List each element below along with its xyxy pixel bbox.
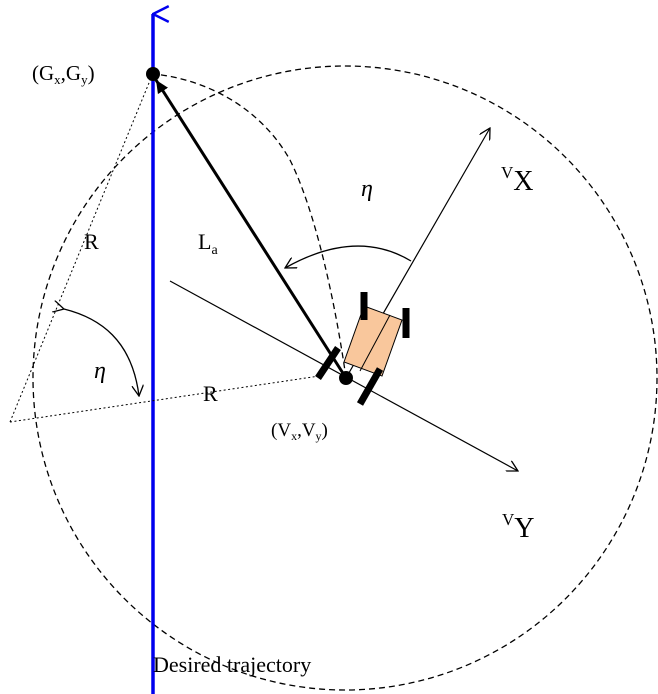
vehicle-y-axis-label: VY [502, 510, 535, 544]
lookahead-circle [32, 65, 658, 691]
eta-label-top: η [361, 176, 373, 202]
vehicle-centerline [359, 314, 391, 372]
radius-line-bottom [9, 374, 327, 423]
vehicle-point-label: (Vx,Vy) [271, 420, 328, 443]
pursuit-arc [153, 73, 347, 379]
goal-point-marker [146, 67, 160, 81]
radius-label-left: R [84, 229, 99, 254]
vehicle-x-axis-label: VX [501, 163, 534, 197]
vehicle [315, 292, 410, 406]
eta-arc-top [285, 245, 412, 268]
radius-label-bottom: R [203, 381, 218, 406]
vehicle-wheel-rear-left [315, 346, 341, 380]
vehicle-body [343, 305, 403, 377]
goal-point-label: (Gx,Gy) [32, 61, 95, 87]
lookahead-label: La [198, 229, 218, 258]
eta-arc-left [64, 309, 139, 396]
vehicle-point-marker [339, 371, 353, 385]
radius-line-top [9, 77, 152, 423]
eta-label-left: η [94, 358, 106, 384]
trajectory-label: Desired trajectory [153, 652, 311, 677]
lookahead-vector [154, 79, 348, 379]
vehicle-wheel-rear-right [356, 367, 384, 406]
